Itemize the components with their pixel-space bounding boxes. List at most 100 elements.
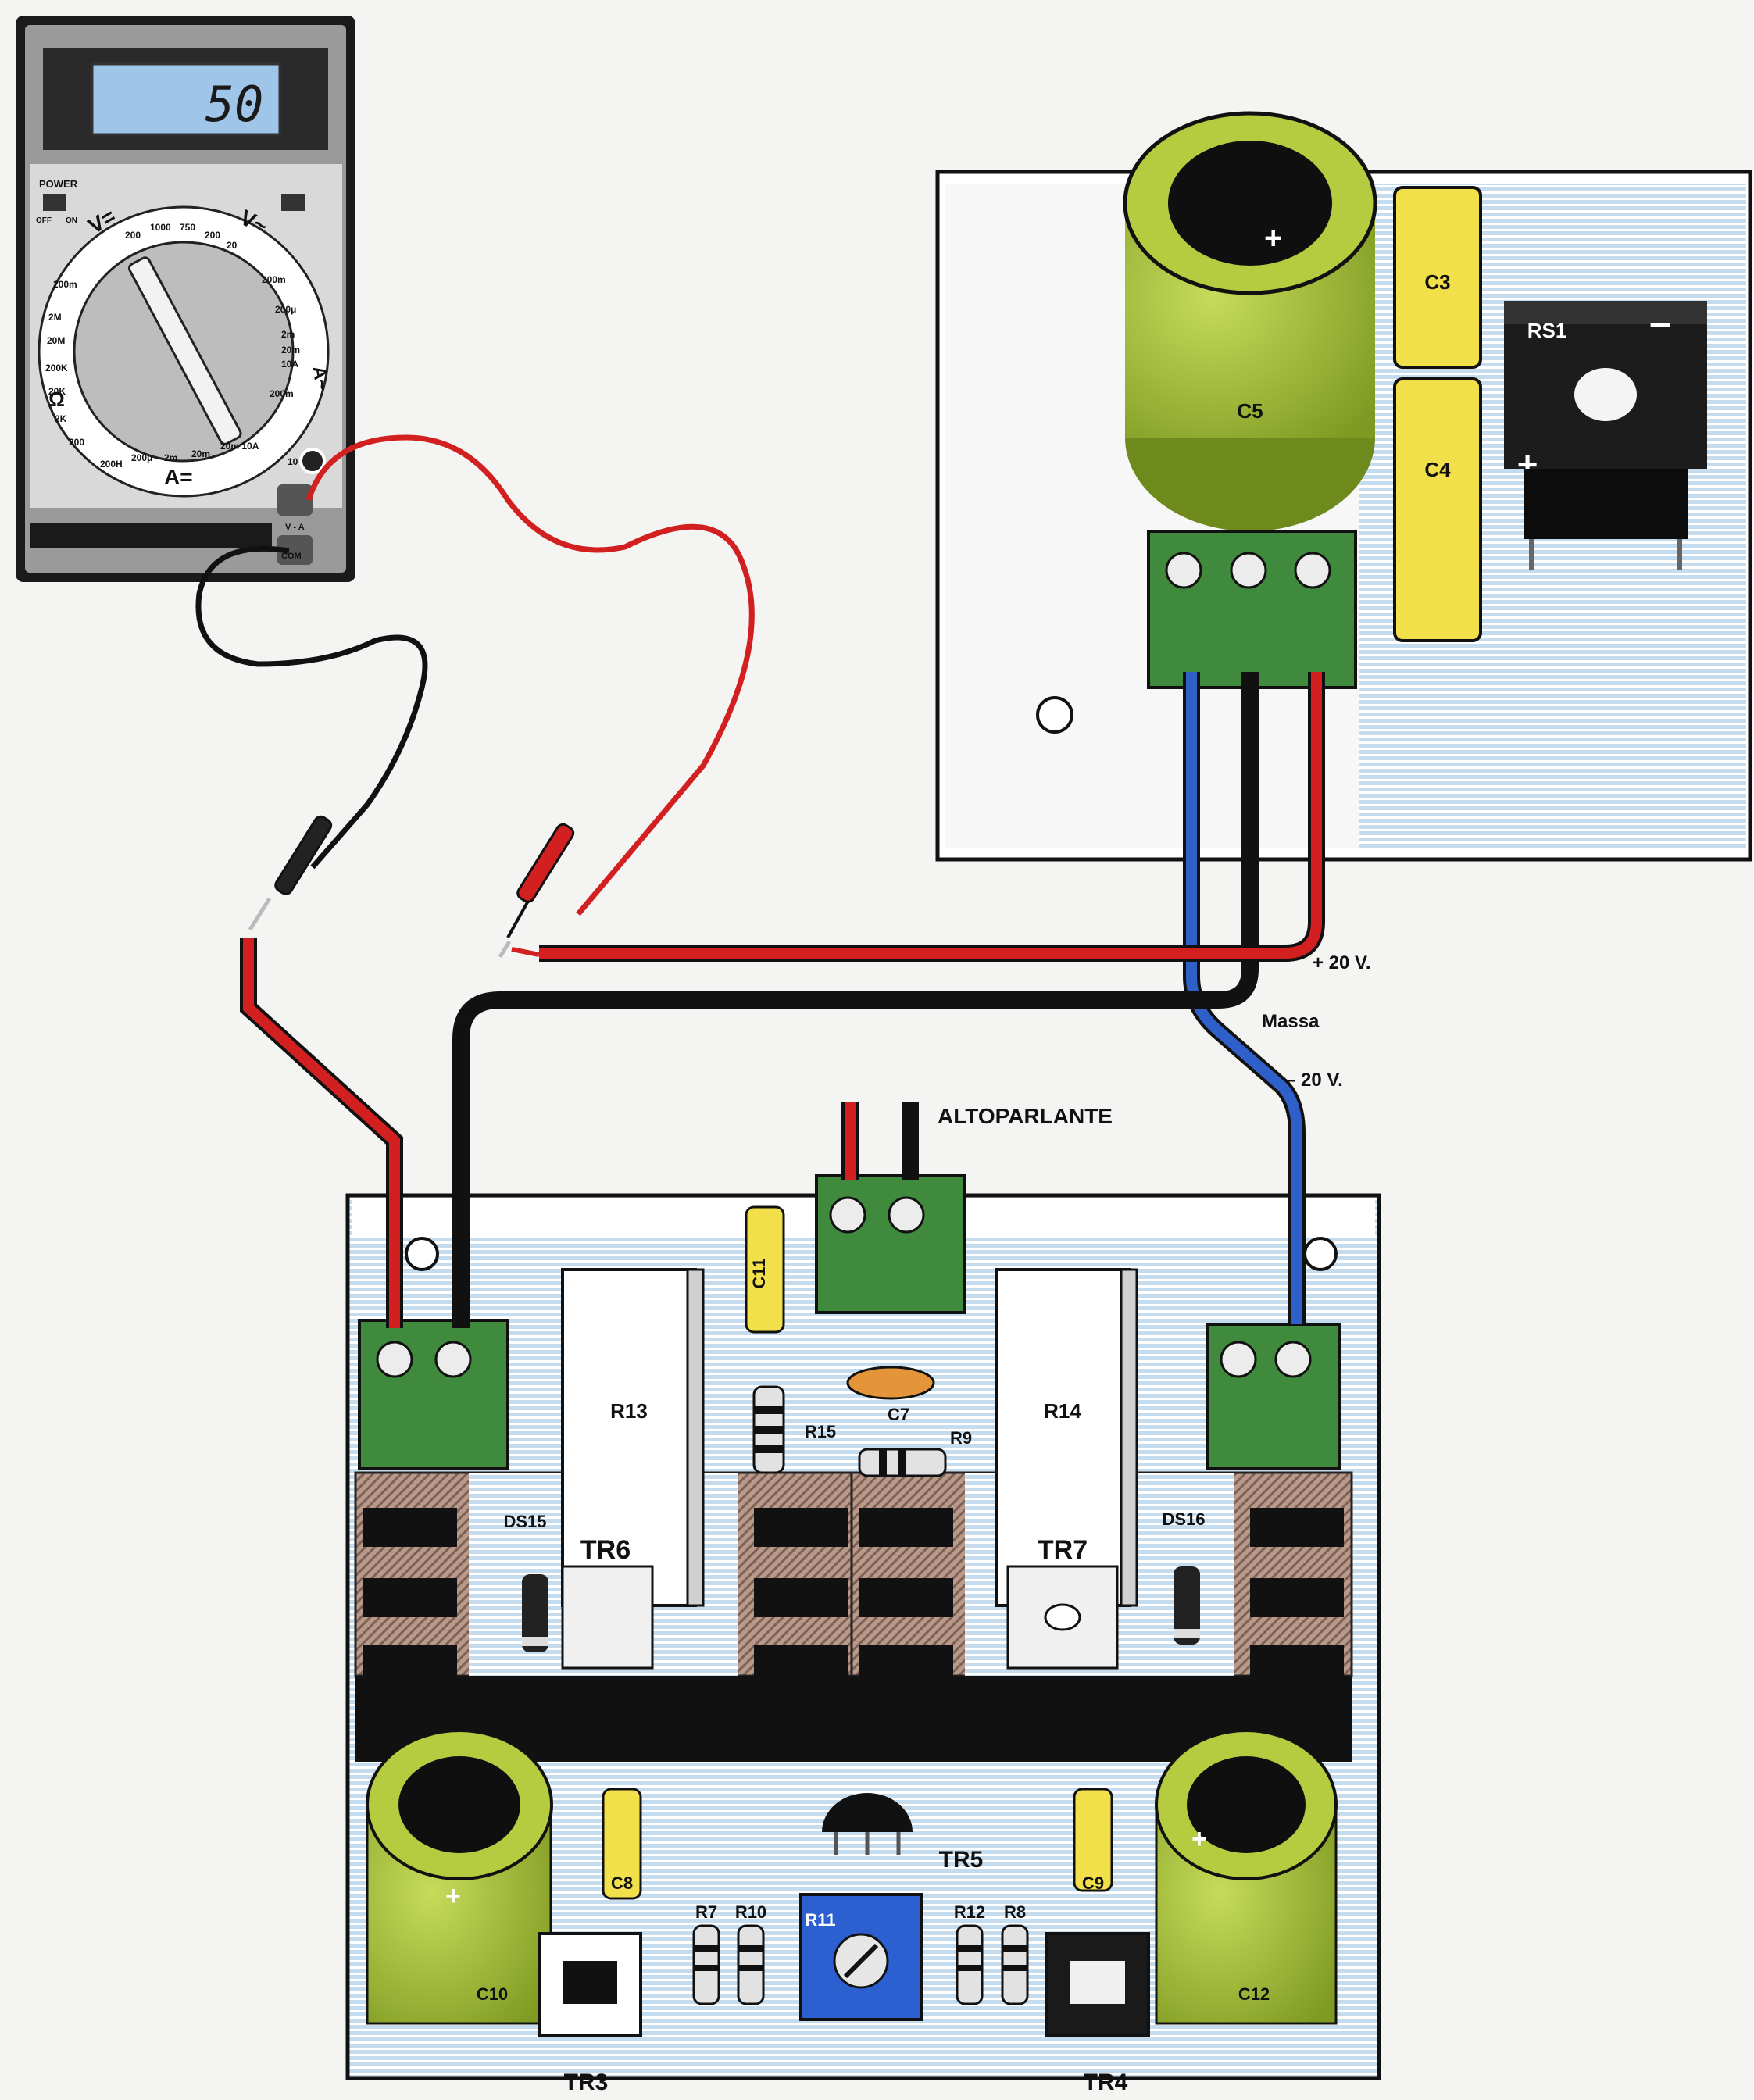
capacitor-c5: + C5 <box>1123 111 1377 531</box>
right-screw-2 <box>1274 1341 1312 1378</box>
massa-label: Massa <box>1262 1011 1320 1032</box>
lcd-screen <box>91 62 281 136</box>
range-top-4: 20 <box>227 240 238 251</box>
range-top-0: 200 <box>125 230 141 241</box>
jack-com-label: COM <box>281 552 302 561</box>
left-screw-1 <box>376 1341 413 1378</box>
capacitor-c8: C8 <box>602 1788 642 1900</box>
r11-label: R11 <box>805 1910 835 1930</box>
range-right-1: 200μ <box>275 304 296 315</box>
c8-label: C8 <box>611 1873 633 1893</box>
range-left-7: 200H <box>100 459 123 470</box>
ohm-label: Ω <box>48 388 65 411</box>
probe-lead-black <box>195 545 428 870</box>
battery-strip <box>30 523 272 548</box>
speaker-terminal-block <box>815 1174 966 1314</box>
c5-plus-sign: + <box>1264 221 1282 255</box>
psu-screw-2 <box>1230 552 1267 589</box>
range-right-0: 200m <box>262 274 286 285</box>
jack-va-housing <box>277 484 313 516</box>
wiring <box>195 434 1325 1328</box>
c10-label: C10 <box>477 1984 508 2004</box>
range-top-3: 200 <box>205 230 220 241</box>
left-screw-2 <box>434 1341 472 1378</box>
resistor-r7: R7 <box>692 1902 720 2005</box>
transistor-tr6: TR6 <box>561 1535 654 1670</box>
jack-com-housing <box>277 535 313 565</box>
probe-black[interactable] <box>248 814 334 931</box>
amp-mount-hole-left <box>405 1237 439 1271</box>
probe-red[interactable] <box>498 822 576 959</box>
jack-10a[interactable] <box>299 448 326 474</box>
range-left-2: 20M <box>47 335 65 346</box>
r13-label: R13 <box>610 1399 648 1423</box>
range-top-2: 750 <box>180 222 195 233</box>
tr4-label: TR4 <box>1084 2070 1128 2095</box>
minus-20v-label: – 20 V. <box>1285 1070 1343 1091</box>
c10-plus-sign: + <box>445 1881 461 1911</box>
amp-mount-hole-right <box>1303 1237 1338 1271</box>
c4-label: C4 <box>1424 458 1451 481</box>
r7-label: R7 <box>695 1902 717 1922</box>
c5-label: C5 <box>1237 399 1263 423</box>
a-dc-label: A= <box>164 465 193 489</box>
c11-label: C11 <box>749 1258 769 1288</box>
trimmer-r11[interactable]: R11 <box>799 1893 923 2021</box>
capacitor-c7: C7 <box>846 1366 935 1424</box>
wire-ground <box>452 672 1259 1328</box>
speaker-screw-1 <box>829 1196 866 1234</box>
c3-label: C3 <box>1424 270 1450 294</box>
hold-switch[interactable] <box>281 194 305 211</box>
amplifier-board: R13 R14 TR6 TR7 DS15 DS16 <box>345 1104 1381 2095</box>
ds16-label: DS16 <box>1162 1509 1205 1529</box>
ds15-label: DS15 <box>503 1512 546 1531</box>
r15-label: R15 <box>805 1422 836 1441</box>
transistor-tr4: TR4 <box>1045 1932 1150 2095</box>
range-left-6: 200 <box>69 437 84 448</box>
probe-lead-red <box>305 434 755 916</box>
capacitor-c3: C3 <box>1393 186 1482 369</box>
r12-label: R12 <box>954 1902 985 1922</box>
multimeter: 50 POWER OFF ON V= V~ A= A~ Ω 200m 2M 20… <box>16 16 355 582</box>
power-terminal-right <box>1206 1323 1341 1470</box>
range-left-4: 20K <box>48 386 66 397</box>
c7-label: C7 <box>888 1405 909 1424</box>
resistor-r15: R15 <box>752 1385 836 1474</box>
tr6-label: TR6 <box>580 1535 631 1565</box>
resistor-r13: R13 <box>561 1268 705 1607</box>
diode-ds15: DS15 <box>503 1512 548 1652</box>
capacitor-c4: C4 <box>1393 377 1482 642</box>
tr5-label: TR5 <box>939 1847 984 1873</box>
heatsink-base <box>355 1676 1352 1762</box>
power-switch[interactable] <box>43 194 66 211</box>
right-screw-1 <box>1220 1341 1257 1378</box>
psu-mount-hole <box>1036 696 1073 734</box>
r14-label: R14 <box>1044 1399 1081 1423</box>
range-left-1: 2M <box>48 312 62 323</box>
range-top-1: 1000 <box>150 222 171 233</box>
power-label: POWER <box>39 178 78 190</box>
resistor-r12: R12 <box>954 1902 985 2005</box>
psu-terminal-block <box>1147 530 1357 689</box>
range-right-5: 200m <box>270 388 294 399</box>
transistor-tr5: TR5 <box>822 1793 983 1873</box>
tr3-label: TR3 <box>564 2070 609 2095</box>
range-right-4: 10A <box>281 359 298 370</box>
resistor-r14: R14 <box>995 1268 1138 1607</box>
resistor-r9: R9 <box>858 1428 972 1477</box>
resistor-r10: R10 <box>735 1902 766 2005</box>
jack-va-label: V - A <box>285 523 305 532</box>
altoparlante-label: ALTOPARLANTE <box>938 1104 1113 1128</box>
range-bottom-0: 200μ <box>131 452 152 463</box>
dial-pointer <box>127 256 242 445</box>
c12-plus-sign: + <box>1191 1824 1207 1854</box>
diode-ds16: DS16 <box>1162 1509 1206 1645</box>
range-bottom-3: 20m 10A <box>220 441 259 452</box>
capacitor-c10: + C10 <box>366 1729 553 2025</box>
speaker-screw-2 <box>888 1196 925 1234</box>
capacitor-c9: C9 <box>1073 1788 1113 1893</box>
range-right-3: 20m <box>281 345 300 355</box>
range-left-0: 200m <box>53 279 77 290</box>
range-bottom-1: 2m <box>164 452 177 463</box>
